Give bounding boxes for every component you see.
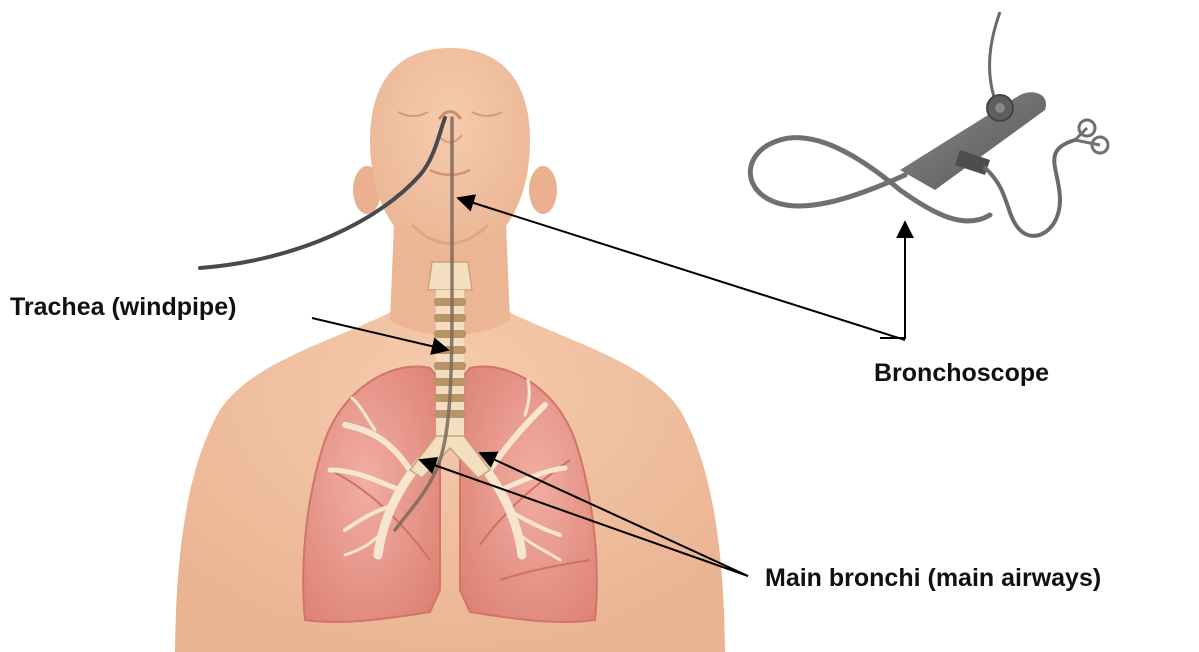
scope-top-cable: [990, 12, 1000, 100]
scope-handle: [900, 92, 1046, 190]
scope-accessory-handle: [1075, 120, 1108, 153]
bronchoscope-arrow-to-device: [880, 222, 905, 338]
larynx: [428, 262, 472, 290]
scope-light-cable: [985, 140, 1075, 236]
trachea-label: Trachea (windpipe): [10, 292, 236, 322]
bronchoscope-device-illustration: [750, 12, 1108, 236]
main-bronchi-label: Main bronchi (main airways): [765, 563, 1101, 593]
bronchoscope-label: Bronchoscope: [874, 358, 1049, 388]
right-ear: [529, 166, 557, 214]
scope-wheel-hub: [995, 103, 1005, 113]
bronchoscope-arrow-to-tube: [458, 198, 905, 340]
